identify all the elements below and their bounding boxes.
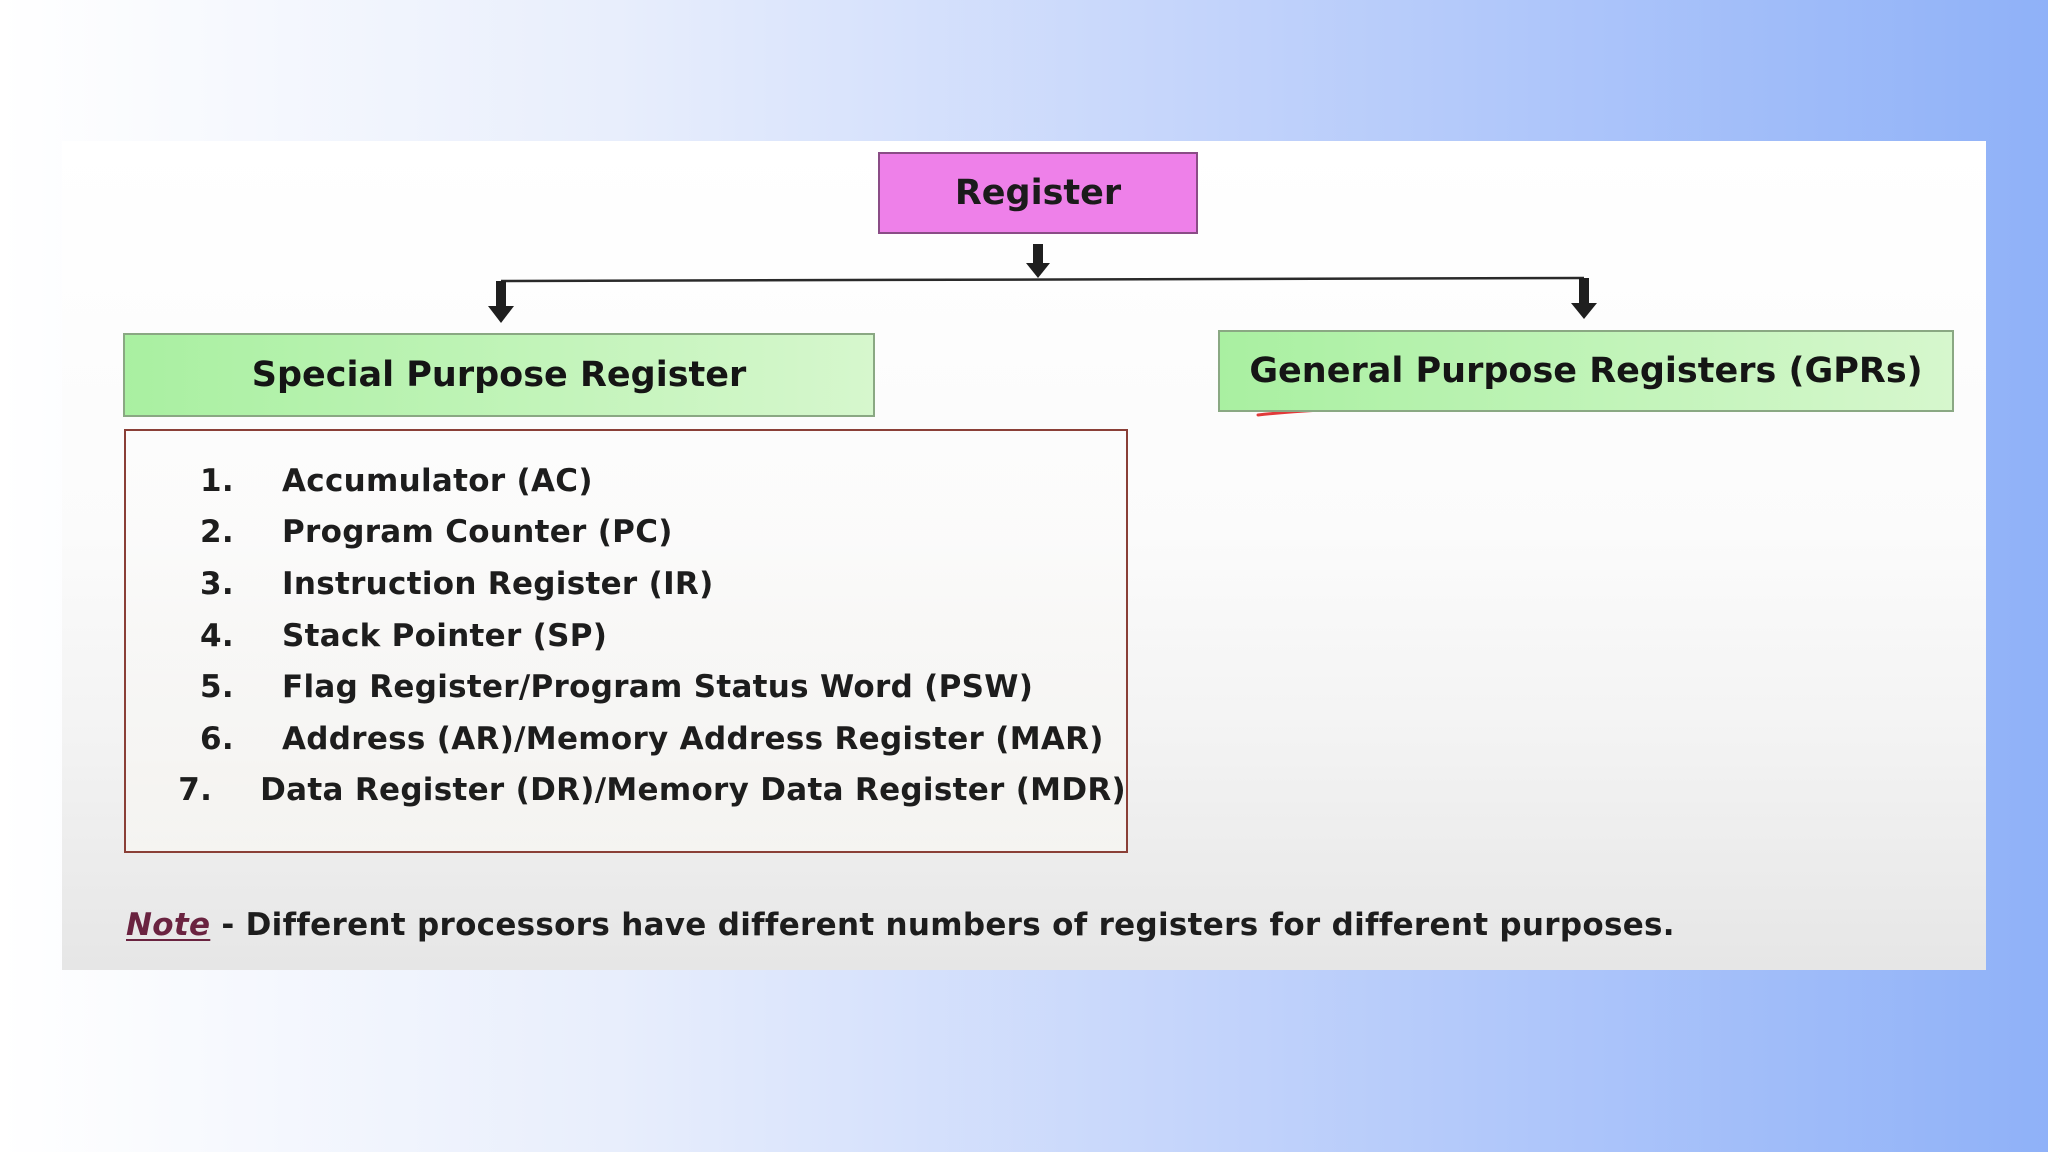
list-item-text: Address (AR)/Memory Address Register (MA… xyxy=(282,720,1104,757)
list-item-text: Instruction Register (IR) xyxy=(282,565,714,602)
list-item-number: 2 xyxy=(126,514,254,550)
list-item-text: Flag Register/Program Status Word (PSW) xyxy=(282,669,1034,706)
list-item-number: 5 xyxy=(126,669,254,705)
list-item: 1 Accumulator (AC) xyxy=(126,455,1126,507)
special-purpose-register-label: Special Purpose Register xyxy=(251,355,747,395)
footnote: Note - Different processors have differe… xyxy=(126,907,1675,943)
slide: Register Special Purpose Register Genera… xyxy=(62,141,1986,970)
root-arrow-stem xyxy=(1033,244,1043,264)
root-arrow-head xyxy=(1026,263,1050,278)
special-registers-list: 1 Accumulator (AC) 2 Program Counter (PC… xyxy=(124,429,1128,853)
list-item-number: 7 xyxy=(126,772,232,808)
list-item-number: 1 xyxy=(126,463,254,499)
list-item: 6 Address (AR)/Memory Address Register (… xyxy=(126,713,1126,765)
list-item: 4 Stack Pointer (SP) xyxy=(126,610,1126,662)
root-node-label: Register xyxy=(954,173,1122,213)
right-arrow-stem xyxy=(1579,278,1589,304)
list-item-text: Accumulator (AC) xyxy=(282,462,593,499)
root-node-register: Register xyxy=(878,152,1198,234)
horizontal-connector xyxy=(500,276,1585,283)
list-item: 3 Instruction Register (IR) xyxy=(126,558,1126,610)
list-item: 2 Program Counter (PC) xyxy=(126,507,1126,559)
special-purpose-register-node: Special Purpose Register xyxy=(123,333,875,417)
left-arrow-stem xyxy=(496,281,506,307)
note-text: - Different processors have different nu… xyxy=(210,907,1675,943)
list-item-text: Program Counter (PC) xyxy=(282,514,673,551)
general-purpose-registers-node: General Purpose Registers (GPRs) xyxy=(1218,330,1954,412)
list-item-number: 4 xyxy=(126,618,254,654)
general-purpose-registers-label: General Purpose Registers (GPRs) xyxy=(1249,351,1923,391)
list-item-text: Stack Pointer (SP) xyxy=(282,617,608,654)
list-item-number: 3 xyxy=(126,566,254,602)
list-item-text: Data Register (DR)/Memory Data Register … xyxy=(260,772,1126,809)
right-arrow-head xyxy=(1571,303,1597,319)
list-item-number: 6 xyxy=(126,721,254,757)
note-label: Note xyxy=(126,907,211,943)
left-arrow-head xyxy=(488,306,514,323)
list-item: 7 Data Register (DR)/Memory Data Registe… xyxy=(126,765,1126,817)
list-item: 5 Flag Register/Program Status Word (PSW… xyxy=(126,661,1126,713)
